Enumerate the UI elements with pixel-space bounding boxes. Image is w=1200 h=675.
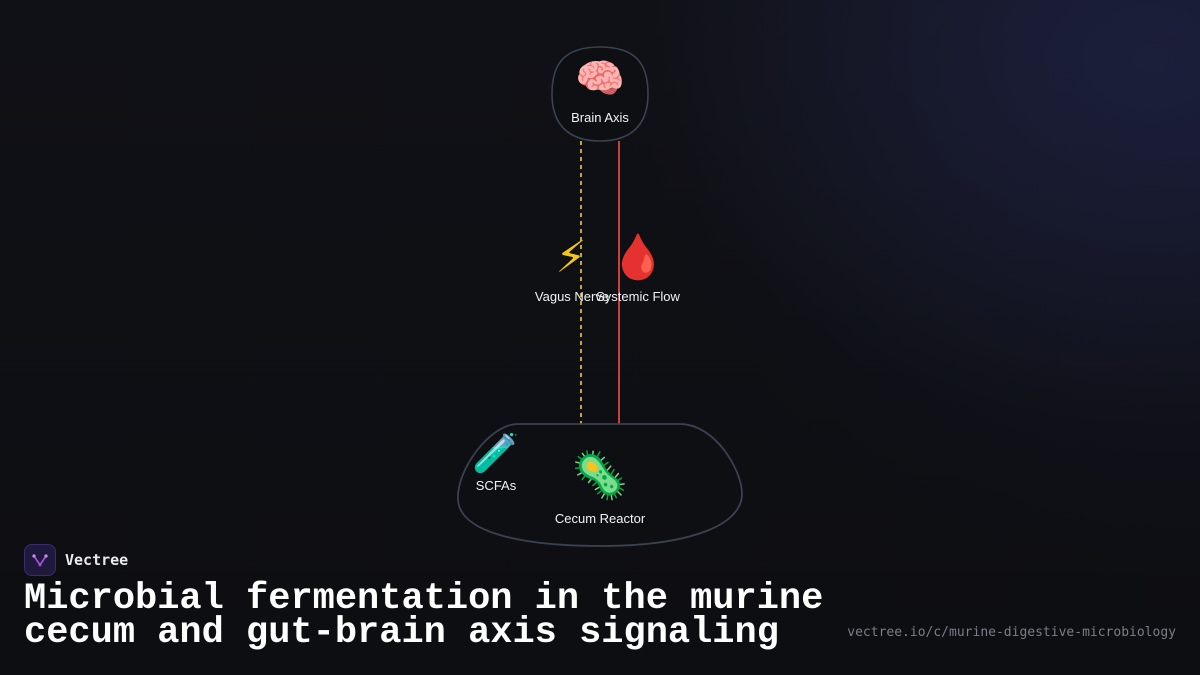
vagus-nerve-label: Vagus Nerve (534, 289, 610, 304)
brain-icon: 🧠 (575, 56, 625, 102)
page-title: Microbial fermentation in the murine cec… (24, 578, 824, 654)
systemic-flow-label: Systemic Flow (596, 289, 680, 304)
brain-node-shape (551, 46, 649, 142)
brand: Vectree (24, 544, 128, 576)
test-tube-icon: 🧪 (472, 431, 520, 475)
cecum-node-shape (457, 423, 743, 547)
lightning-icon: ⚡ (555, 232, 587, 283)
brand-name: Vectree (65, 551, 129, 569)
source-url[interactable]: vectree.io/c/murine-digestive-microbiolo… (847, 625, 1176, 640)
microbe-icon: 🦠 (571, 448, 629, 502)
vectree-logo-icon (24, 544, 56, 576)
cecum-reactor-label: Cecum Reactor (554, 511, 646, 526)
brain-axis-label: Brain Axis (571, 110, 629, 125)
blood-drop-icon: 🩸 (610, 232, 666, 283)
scfas-label: SCFAs (475, 478, 517, 493)
